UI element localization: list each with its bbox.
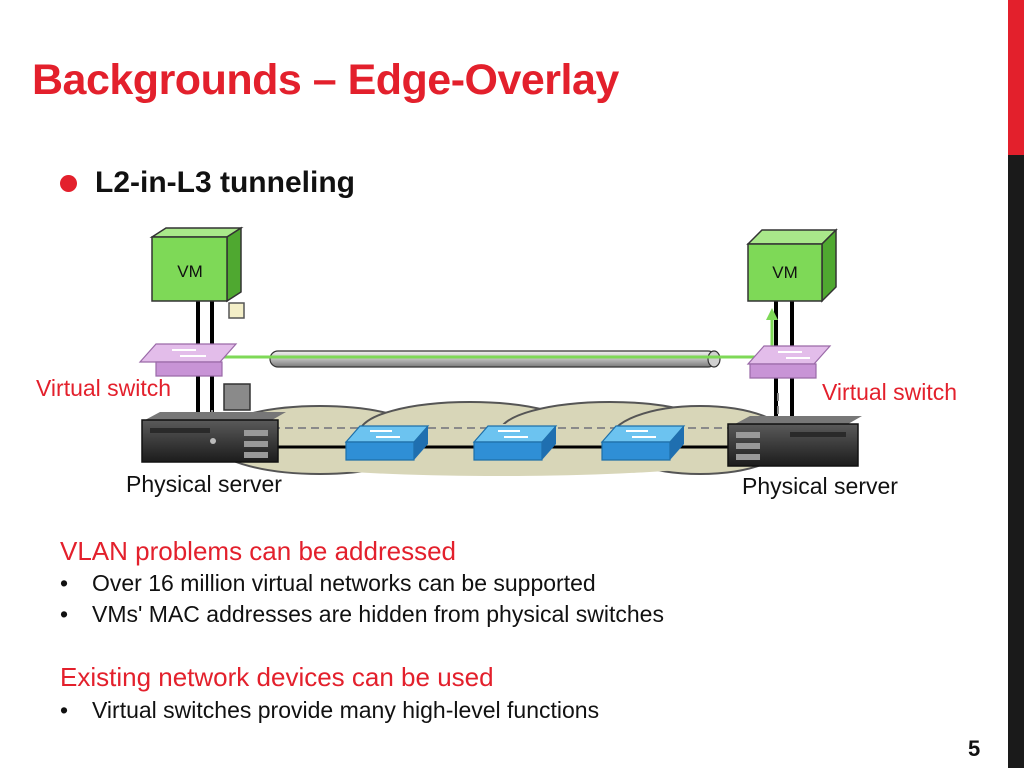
- list-item: • Virtual switches provide many high-lev…: [60, 697, 600, 723]
- list-item: • Over 16 million virtual networks can b…: [60, 570, 596, 596]
- physical-switch-3: [600, 425, 686, 461]
- main-bullet: L2-in-L3 tunneling: [60, 166, 355, 200]
- main-bullet-text: L2-in-L3 tunneling: [95, 166, 355, 199]
- physical-server-right-label: Physical server: [742, 473, 898, 499]
- vm-left-label: VM: [177, 262, 203, 281]
- bullet-icon: •: [60, 570, 69, 596]
- virtual-switch-right: [746, 345, 832, 379]
- accent-bar-red: [1008, 0, 1024, 155]
- physical-switch-1: [344, 425, 430, 461]
- accent-bar-dark: [1008, 155, 1024, 768]
- page-title: Backgrounds – Edge-Overlay: [32, 56, 619, 104]
- encapsulated-packet-icon: [223, 383, 251, 411]
- vm-left: [149, 226, 244, 303]
- vm-right-label: VM: [772, 263, 798, 282]
- packet-arrow-icon: [766, 308, 778, 320]
- physical-server-right: [727, 416, 862, 467]
- packet-frame-icon: [228, 302, 245, 319]
- page-number: 5: [968, 736, 981, 761]
- bullet-icon: •: [60, 697, 69, 723]
- section-heading-vlan: VLAN problems can be addressed: [60, 536, 457, 566]
- section-heading-existing-devices: Existing network devices can be used: [60, 662, 494, 692]
- tunnel-tube: [269, 350, 721, 368]
- bullet-icon: •: [60, 601, 69, 627]
- virtual-switch-left-label: Virtual switch: [36, 375, 171, 401]
- virtual-switch-right-label: Virtual switch: [822, 379, 957, 405]
- vm-right: [746, 228, 838, 303]
- physical-switch-2: [472, 425, 558, 461]
- physical-server-left: [141, 412, 286, 463]
- bullet-dot-icon: [60, 174, 77, 192]
- virtual-switch-left: [138, 343, 238, 377]
- physical-server-left-label: Physical server: [126, 471, 282, 497]
- list-item: • VMs' MAC addresses are hidden from phy…: [60, 601, 664, 627]
